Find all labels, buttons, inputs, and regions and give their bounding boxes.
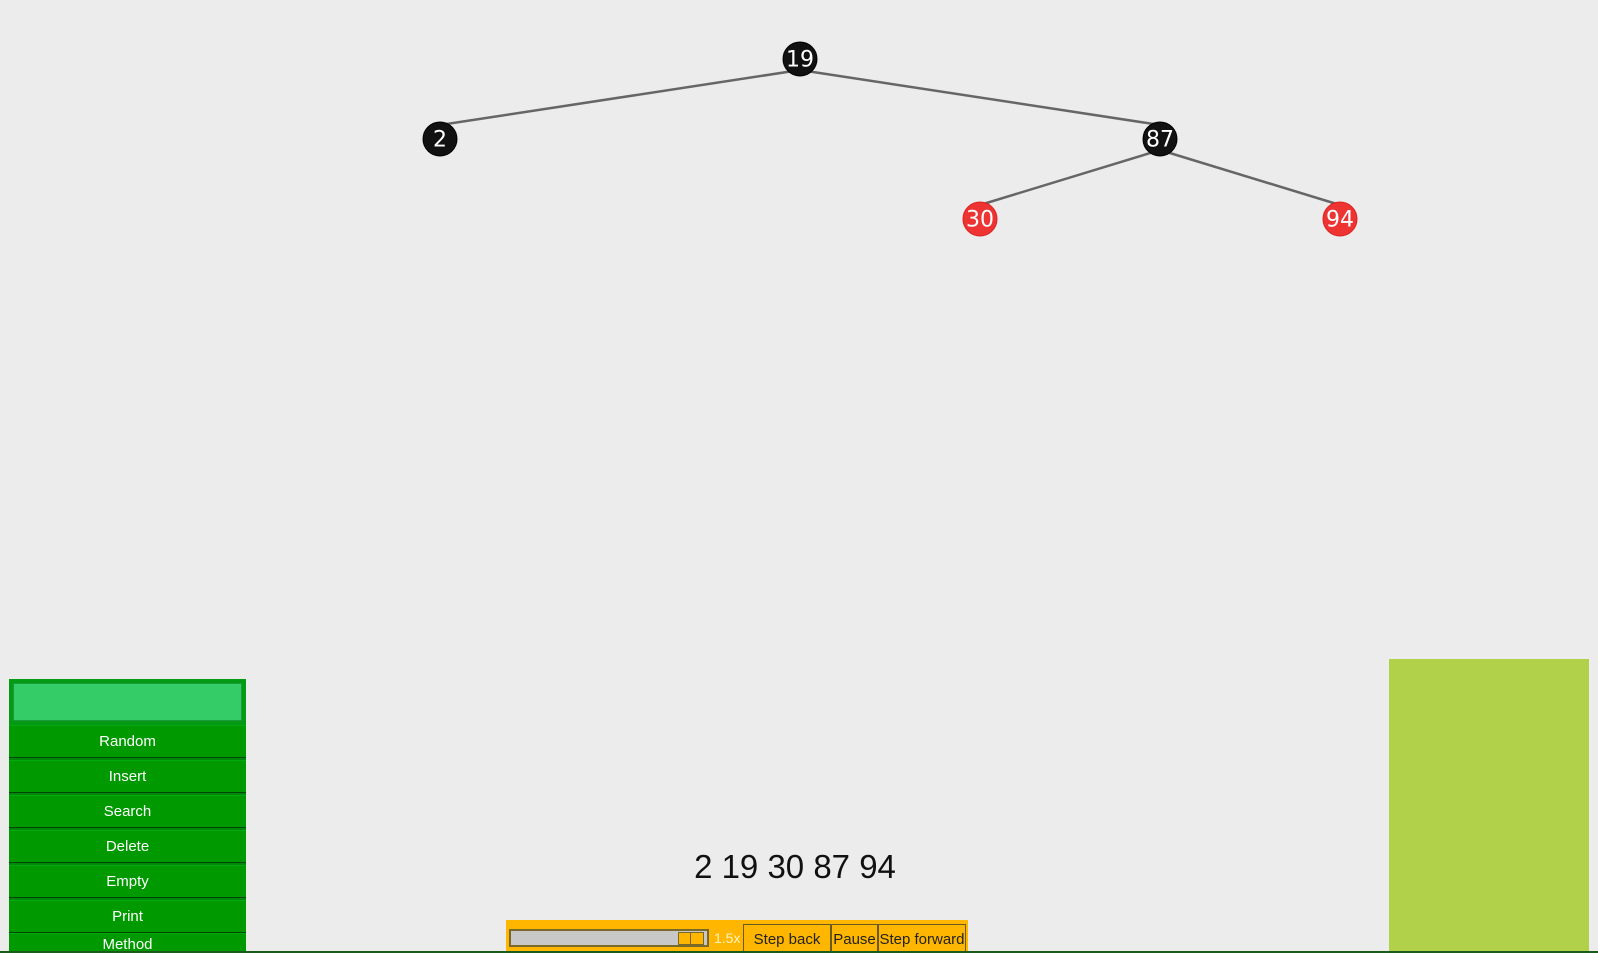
inorder-output-text: 2 19 30 87 94 (694, 848, 896, 885)
animation-control-bar: 1.5x Step back Pause Step forward (506, 920, 968, 953)
tree-node-94[interactable]: 94 (1322, 201, 1358, 237)
tree-edge-n87-n30 (979, 148, 1161, 207)
tree-node-circle (422, 121, 458, 157)
speed-slider[interactable] (509, 929, 709, 947)
step-forward-button[interactable]: Step forward (878, 924, 966, 953)
tree-edge-n87-n94 (1159, 148, 1341, 207)
value-input[interactable] (13, 683, 242, 721)
tree-node-30[interactable]: 30 (962, 201, 998, 237)
tree-node-circle (1322, 201, 1358, 237)
tree-edge-n19-n2 (439, 68, 801, 127)
delete-button[interactable]: Delete (9, 830, 246, 863)
tree-node-19[interactable]: 19 (782, 41, 818, 77)
control-panel: Random Insert Search Delete Empty Print … (9, 679, 246, 953)
tree-node-label: 2 (433, 128, 447, 153)
speed-label: 1.5x (714, 930, 741, 946)
tree-node-circle (1142, 121, 1178, 157)
tree-node-label: 87 (1146, 128, 1174, 153)
tree-edge-n19-n87 (799, 68, 1161, 127)
print-button[interactable]: Print (9, 900, 246, 933)
tree-node-label: 30 (966, 208, 994, 233)
empty-button[interactable]: Empty (9, 865, 246, 898)
tree-canvas: 19 2 87 30 94 (422, 41, 1358, 237)
tree-node-circle (782, 41, 818, 77)
value-input-container (9, 679, 246, 725)
bottom-divider (0, 951, 1598, 953)
tree-node-label: 19 (786, 48, 814, 73)
tree-edges (439, 68, 1341, 207)
random-button[interactable]: Random (9, 725, 246, 758)
pause-button[interactable]: Pause (831, 924, 878, 953)
method-button[interactable]: Method (9, 933, 246, 953)
tree-nodes: 19 2 87 30 94 (422, 41, 1358, 237)
insert-button[interactable]: Insert (9, 760, 246, 793)
tree-node-87[interactable]: 87 (1142, 121, 1178, 157)
search-button[interactable]: Search (9, 795, 246, 828)
side-panel (1389, 659, 1589, 953)
step-back-button[interactable]: Step back (743, 924, 831, 953)
speed-slider-thumb[interactable] (678, 932, 704, 945)
tree-node-circle (962, 201, 998, 237)
tree-node-label: 94 (1326, 208, 1354, 233)
tree-node-2[interactable]: 2 (422, 121, 458, 157)
